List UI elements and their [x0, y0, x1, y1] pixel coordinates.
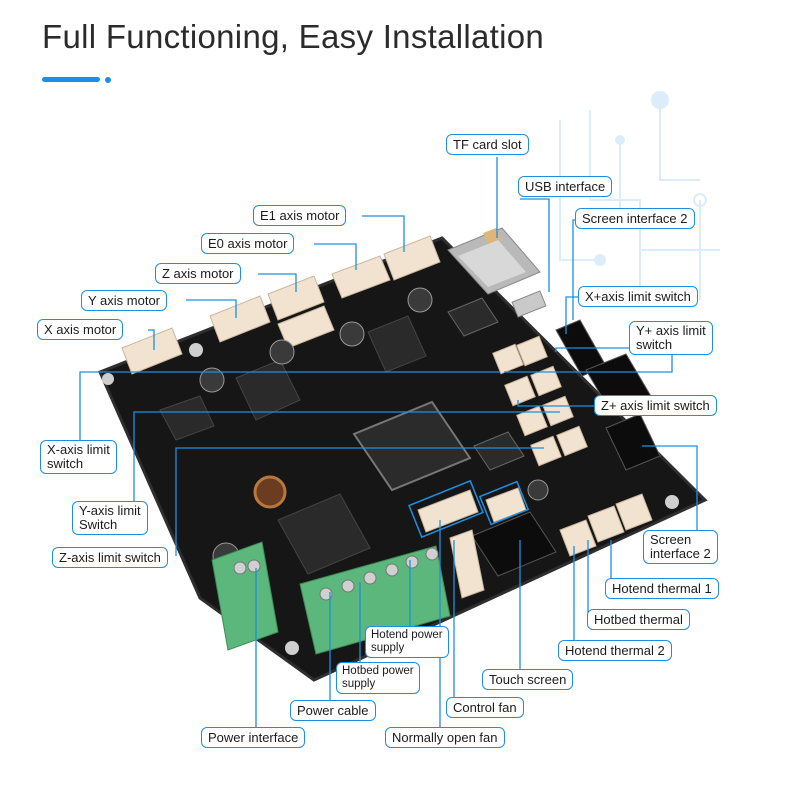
label-power-interface: Power interface	[201, 727, 306, 748]
e1-motor-connector	[383, 235, 441, 281]
mounting-hole	[102, 373, 114, 385]
label-line: supply	[342, 678, 376, 690]
mounting-hole	[285, 641, 299, 655]
label-e0-axis-motor: E0 axis motor	[201, 233, 295, 254]
x-motor-connector	[121, 327, 183, 375]
label-tf-card-slot: TF card slot	[446, 134, 529, 155]
label-line: Hotend power	[371, 629, 443, 641]
label-hotend-power-supply: Hotend power supply	[365, 626, 449, 658]
tf-card-slot	[447, 227, 541, 295]
usb-chip	[447, 297, 499, 337]
inductor	[253, 475, 287, 509]
label-line: Y-axis limit	[79, 503, 141, 518]
motor-connectors	[121, 235, 441, 375]
page-title: Full Functioning, Easy Installation	[42, 18, 545, 55]
driver-chip	[473, 431, 525, 471]
label-x-axis-motor: X axis motor	[37, 319, 124, 340]
label-y-axis-motor: Y axis motor	[81, 290, 168, 311]
label-line: Screen	[650, 532, 692, 547]
control-fan-highlight	[408, 479, 484, 539]
label-hotend-thermal-2: Hotend thermal 2	[558, 640, 672, 661]
open-fan-highlight	[478, 480, 530, 526]
heatsinks	[159, 315, 427, 575]
title-underline-dot	[105, 77, 111, 83]
fan-connectors	[417, 487, 527, 599]
power-terminals	[211, 541, 451, 655]
title-underline	[42, 77, 100, 82]
label-line: supply	[371, 642, 405, 654]
mounting-hole	[665, 495, 679, 509]
usb-port	[511, 290, 547, 318]
limit-switch-connectors	[492, 335, 588, 467]
label-touch-screen: Touch screen	[482, 669, 574, 690]
circuit-decoration	[559, 91, 720, 300]
label-z-axis-limit-switch: Z-axis limit switch	[52, 547, 168, 568]
label-power-cable: Power cable	[290, 700, 376, 721]
label-line: Y+ axis limit	[636, 323, 706, 338]
label-line: switch	[636, 337, 673, 352]
label-e1-axis-motor: E1 axis motor	[253, 205, 347, 226]
label-screen-interface-2-bottom: Screen interface 2	[643, 530, 718, 564]
label-normally-open-fan: Normally open fan	[385, 727, 505, 748]
label-line: Switch	[79, 517, 118, 532]
e0-motor-connector	[331, 255, 391, 299]
label-line: X-axis limit	[47, 442, 110, 457]
label-line: interface 2	[650, 546, 711, 561]
label-control-fan: Control fan	[446, 697, 524, 718]
label-x-plus-axis-limit-switch: X+axis limit switch	[578, 286, 698, 307]
label-hotbed-thermal: Hotbed thermal	[587, 609, 690, 630]
label-x-axis-limit-switch: X-axis limit switch	[40, 440, 117, 474]
label-z-axis-motor: Z axis motor	[155, 263, 241, 284]
label-y-plus-axis-limit-switch: Y+ axis limit switch	[629, 321, 713, 355]
mcu-chip	[352, 400, 472, 492]
label-line: switch	[47, 456, 84, 471]
thermal-connectors	[559, 493, 653, 557]
label-z-plus-axis-limit-switch: Z+ axis limit switch	[594, 395, 717, 416]
label-hotend-thermal-1: Hotend thermal 1	[605, 578, 719, 599]
label-hotbed-power-supply: Hotbed power supply	[336, 662, 420, 694]
y-motor-connector	[209, 295, 271, 343]
mounting-hole	[189, 343, 203, 357]
z-motor-connector-1	[267, 275, 325, 321]
label-screen-interface-2-top: Screen interface 2	[575, 208, 695, 229]
label-line: Hotbed power	[342, 665, 414, 677]
label-y-axis-limit-switch: Y-axis limit Switch	[72, 501, 148, 535]
label-usb-interface: USB interface	[518, 176, 613, 197]
